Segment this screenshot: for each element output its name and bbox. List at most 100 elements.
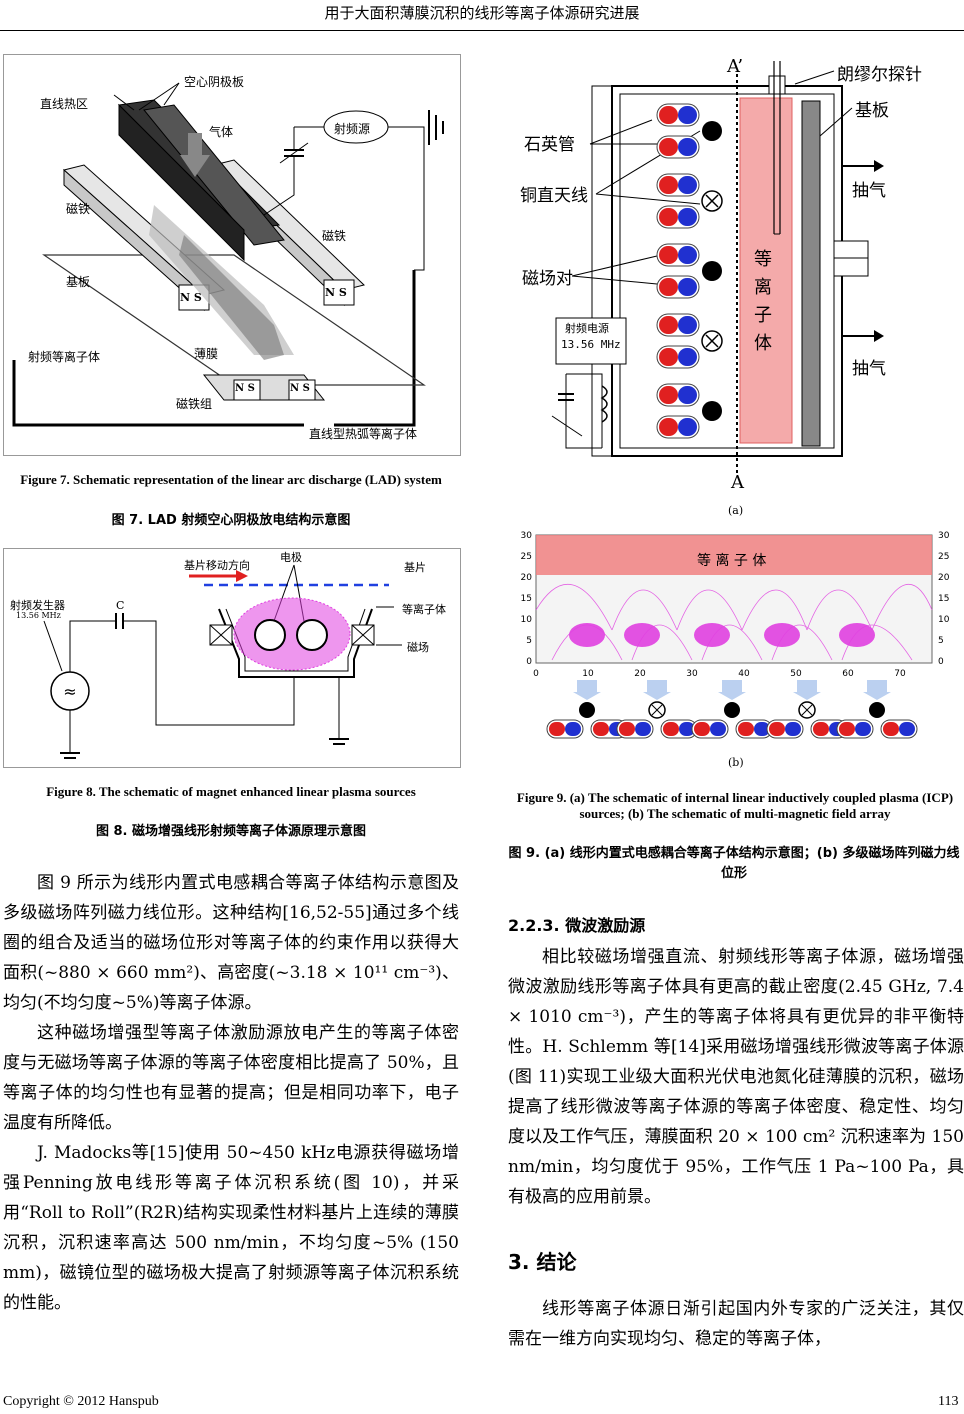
label-pump-1: 抽气: [852, 181, 886, 201]
label-rf-freq-9a: 13.56 MHz: [561, 338, 621, 351]
left-paragraph-3: J. Madocks等[15]使用 50~450 kHz电源获得磁场增强Penn…: [3, 1143, 459, 1313]
label-ns-3: N S: [235, 383, 255, 394]
magnet-b-left-4: [766, 719, 804, 739]
antenna-current-out-5: [702, 401, 722, 421]
magnet-pair-bottom-1: [656, 135, 700, 159]
figure-9b-label: (b): [728, 756, 744, 769]
label-rf-source: 射频源: [334, 122, 371, 136]
x-tick: 10: [582, 669, 594, 679]
label-rf-frequency: 13.56 MHz: [16, 611, 61, 620]
antenna-b-5: [869, 702, 885, 718]
left-paragraph-1: 图 9 所示为线形内置式电感耦合等离子体结构示意图及多级磁场阵列磁力线位形。这种…: [3, 873, 459, 1013]
y-tick-right: 5: [938, 636, 944, 646]
label-magnetic-field: 磁场: [407, 641, 429, 654]
figure-9a-diagram: [551, 61, 884, 476]
label-hollow-cathode: 空心阴极板: [184, 75, 245, 89]
down-arrow-4: [797, 680, 817, 692]
magnet-pair-bottom-3: [656, 275, 700, 299]
x-tick: 70: [894, 669, 906, 679]
y-tick-right: 10: [938, 615, 950, 625]
y-tick-right: 25: [938, 552, 949, 562]
left-paragraph-2: 这种磁场增强型等离子体激励源放电产生的等离子体密度与无磁场等离子体源的等离子体密…: [3, 1023, 459, 1133]
magnet-pair-bottom-4: [656, 345, 700, 369]
label-magnet-right: 磁铁: [322, 229, 347, 243]
y-tick-right: 30: [938, 531, 950, 541]
magnet-b-left-2: [616, 719, 654, 739]
y-tick-right: 15: [938, 594, 949, 604]
x-tick: 20: [634, 669, 646, 679]
down-arrow-2: [647, 680, 667, 692]
label-rf-generator: 射频发生器: [10, 599, 65, 612]
label-magnet-left: 磁铁: [66, 202, 91, 216]
x-tick: 30: [686, 669, 698, 679]
label-pump-2: 抽气: [852, 359, 886, 379]
label-hot-zone: 直线热区: [40, 97, 89, 111]
footer-page-number: 113: [938, 1394, 959, 1409]
antenna-b-2: [648, 701, 666, 719]
figure-9-caption-cn: 图 9. (a) 线形内置式电感耦合等离子体结构示意图；(b) 多级磁场阵列磁力…: [508, 846, 960, 881]
y-tick-right: 20: [938, 573, 950, 583]
section-heading-microwave: 2.2.3. 微波激励源: [508, 916, 646, 935]
plasma-blob-5: [839, 623, 875, 647]
label-ns-1: N S: [180, 291, 202, 304]
plasma-blob-1: [569, 623, 605, 647]
label-film: 薄膜: [194, 347, 219, 361]
y-tick-right: 0: [938, 657, 944, 667]
antenna-b-1: [579, 702, 595, 718]
magnet-pair-bottom-5: [656, 415, 700, 439]
right-paragraph-1: 相比较磁场增强直流、射频线形等离子体源，磁场增强微波激励线形等离子体具有更高的截…: [508, 947, 964, 1207]
down-arrow-5: [867, 680, 887, 692]
label-langmuir-probe: 朗缪尔探针: [837, 65, 922, 85]
footer-copyright: Copyright © 2012 Hanspub: [3, 1394, 159, 1409]
label-substrate-9a: 基板: [855, 101, 889, 121]
label-ns-2: N S: [325, 286, 347, 299]
y-tick-left: 15: [521, 594, 532, 604]
antenna-current-in-2: [701, 190, 723, 212]
section-heading-conclusion: 3. 结论: [508, 1250, 577, 1274]
label-ns-4: N S: [290, 383, 310, 394]
magnet-pair-top-4: [656, 313, 700, 337]
right-paragraph-2: 线形等离子体源日渐引起国内外专家的广泛关注，其仅需在一维方向实现均匀、稳定的等离…: [508, 1299, 964, 1349]
label-rf-power: 射频电源: [565, 322, 609, 335]
label-plasma: 等离子体: [402, 603, 446, 616]
figure-9-caption-en: Figure 9. (a) The schematic of internal …: [516, 790, 954, 821]
magnet-b-left-3: [691, 719, 729, 739]
down-arrow-3: [722, 680, 742, 692]
label-wafer: 基片: [404, 561, 426, 574]
label-gas: 气体: [209, 125, 234, 139]
y-tick-left: 0: [526, 657, 532, 667]
label-electrode: 电极: [280, 551, 302, 564]
magnet-b-left-5: [836, 719, 874, 739]
magnet-b-right-5: [880, 719, 918, 739]
magnet-pair-top-3: [656, 243, 700, 267]
header-rule: [0, 30, 964, 31]
antenna-current-in-4: [701, 330, 723, 352]
plasma-blob-4: [764, 623, 800, 647]
y-tick-left: 20: [521, 573, 533, 583]
figure-8-caption-en: Figure 8. The schematic of magnet enhanc…: [46, 784, 416, 799]
magnet-pair-top-1: [656, 103, 700, 127]
x-tick: 40: [738, 669, 750, 679]
magnet-pair-bottom-2: [656, 205, 700, 229]
x-tick: 60: [842, 669, 854, 679]
magnet-pair-top-5: [656, 383, 700, 407]
y-tick-left: 30: [521, 531, 533, 541]
label-plasma-horizontal: 等 离 子 体: [697, 553, 767, 569]
label-magnet-group: 磁铁组: [176, 397, 213, 411]
x-tick: 0: [533, 669, 539, 679]
label-plasma-vertical: 等离子体: [754, 249, 772, 354]
label-capacitor: C: [116, 599, 125, 612]
label-a: A: [731, 472, 744, 493]
right-column-text: 相比较磁场增强直流、射频线形等离子体源，磁场增强微波激励线形等离子体具有更高的截…: [508, 942, 964, 1212]
running-header: 用于大面积薄膜沉积的线形等离子体源研究进展: [324, 4, 640, 22]
label-linear-arc: 直线型热弧等离子体: [309, 427, 418, 441]
y-tick-left: 5: [526, 636, 532, 646]
label-copper-antenna: 铜直天线: [520, 186, 588, 206]
figure-7: 直线热区 空心阴极板 气体 射频源 磁铁 磁铁 基板 N S N S 射频等离子…: [3, 54, 461, 456]
right-column-text-2: 线形等离子体源日渐引起国内外专家的广泛关注，其仅需在一维方向实现均匀、稳定的等离…: [508, 1294, 964, 1354]
left-column-text: 图 9 所示为线形内置式电感耦合等离子体结构示意图及多级磁场阵列磁力线位形。这种…: [3, 868, 459, 1318]
antenna-b-3: [724, 702, 740, 718]
figure-8-caption-cn: 图 8. 磁场增强线形射频等离子体源原理示意图: [95, 824, 367, 839]
